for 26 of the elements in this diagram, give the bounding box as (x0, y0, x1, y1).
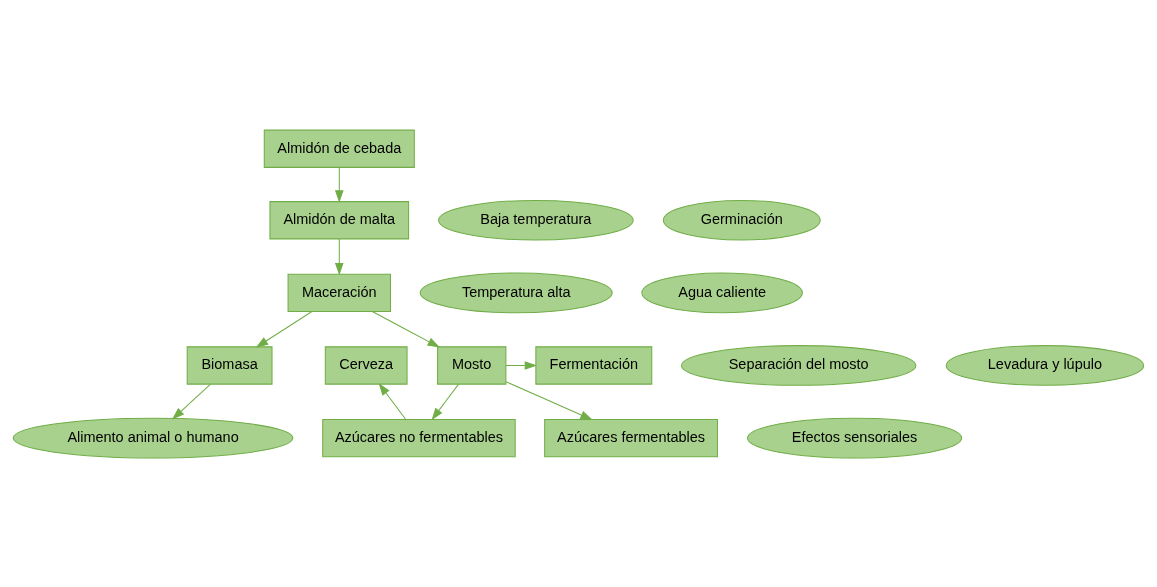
arrow (334, 238, 344, 275)
node-ellipse: Separación del mosto (680, 344, 917, 386)
arrow (371, 310, 440, 348)
node-box: Almidón de cebada (263, 129, 415, 168)
node-box: Mosto (437, 345, 507, 385)
arrow (505, 360, 538, 370)
node-box: Azúcares fermentables (544, 418, 718, 457)
arrow (334, 166, 344, 203)
node-ellipse: Agua caliente (641, 272, 803, 313)
arrow (378, 382, 406, 420)
arrow (505, 380, 593, 420)
node-box: Cerveza (324, 345, 408, 385)
node-ellipse: Efectos sensoriales (746, 417, 963, 458)
node-ellipse: Baja temperatura (438, 199, 634, 241)
node-ellipse: Germinación (662, 199, 821, 241)
node-box: Biomasa (186, 345, 273, 385)
node-box: Maceración (287, 273, 391, 312)
node-box: Azúcares no fermentables (322, 418, 516, 457)
node-box: Fermentación (535, 345, 653, 385)
arrow (255, 310, 313, 348)
node-box: Almidón de malta (269, 200, 410, 239)
node-ellipse: Levadura y lúpulo (945, 344, 1145, 386)
node-ellipse: Alimento animal o humano (12, 417, 294, 458)
arrow (431, 383, 459, 420)
node-ellipse: Temperatura alta (419, 272, 613, 313)
arrow (172, 383, 211, 420)
